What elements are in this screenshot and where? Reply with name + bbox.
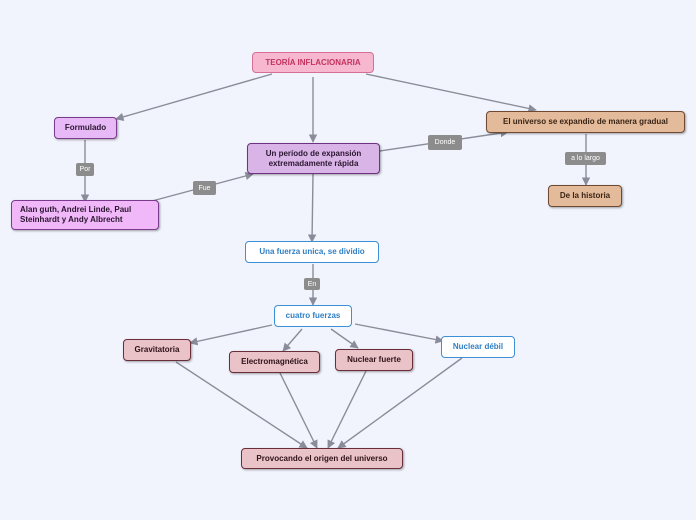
node-autores-line1: Alan guth, Andrei Linde, Paul xyxy=(20,205,132,214)
edge-label-fue: Fue xyxy=(193,181,216,195)
edge-label-donde: Donde xyxy=(428,135,462,150)
node-autores-line2: Steinhardt y Andy Albrecht xyxy=(20,215,123,224)
node-de-la-historia[interactable]: De la historia xyxy=(548,185,622,207)
edge-periodo-fuerza xyxy=(307,173,317,243)
node-periodo-expansion[interactable]: Un período de expansión extremadamente r… xyxy=(247,143,380,174)
node-electromagnetica[interactable]: Electromagnética xyxy=(229,351,320,373)
node-fuerza-unica[interactable]: Una fuerza unica, se dividio xyxy=(245,241,379,263)
edge-gravitatoria-origen xyxy=(175,361,308,449)
node-nuclear-debil[interactable]: Nuclear débil xyxy=(441,336,515,358)
edge-label-por: Por xyxy=(76,163,94,176)
edge-label-a-lo-largo: a lo largo xyxy=(565,152,606,165)
edge-cuatro-gravitatoria xyxy=(189,324,273,346)
node-periodo-line2: extremadamente rápida xyxy=(268,158,359,168)
edge-root-formulado xyxy=(115,73,273,121)
node-autores[interactable]: Alan guth, Andrei Linde, Paul Steinhardt… xyxy=(11,200,159,230)
edge-cuatro-nuclear-fuerte xyxy=(330,328,359,349)
node-nuclear-fuerte[interactable]: Nuclear fuerte xyxy=(335,349,413,371)
edge-label-en: En xyxy=(304,278,320,290)
edge-root-universo xyxy=(365,73,537,113)
edge-nuclear-fuerte-origen xyxy=(327,370,367,449)
edge-nuclear-debil-origen xyxy=(337,357,463,449)
node-gravitatoria[interactable]: Gravitatoria xyxy=(123,339,191,361)
node-formulado[interactable]: Formulado xyxy=(54,117,117,139)
node-universo-expandio[interactable]: El universo se expandio de manera gradua… xyxy=(486,111,685,133)
node-teoria-inflacionaria[interactable]: TEORÍA INFLACIONARIA xyxy=(252,52,374,73)
edge-cuatro-electromagnetica xyxy=(282,328,303,352)
edge-electromagnetica-origen xyxy=(279,372,318,449)
node-periodo-line1: Un período de expansión xyxy=(265,148,362,158)
edge-cuatro-nuclear-debil xyxy=(354,323,444,344)
node-cuatro-fuerzas[interactable]: cuatro fuerzas xyxy=(274,305,352,327)
node-origen-universo[interactable]: Provocando el origen del universo xyxy=(241,448,403,469)
